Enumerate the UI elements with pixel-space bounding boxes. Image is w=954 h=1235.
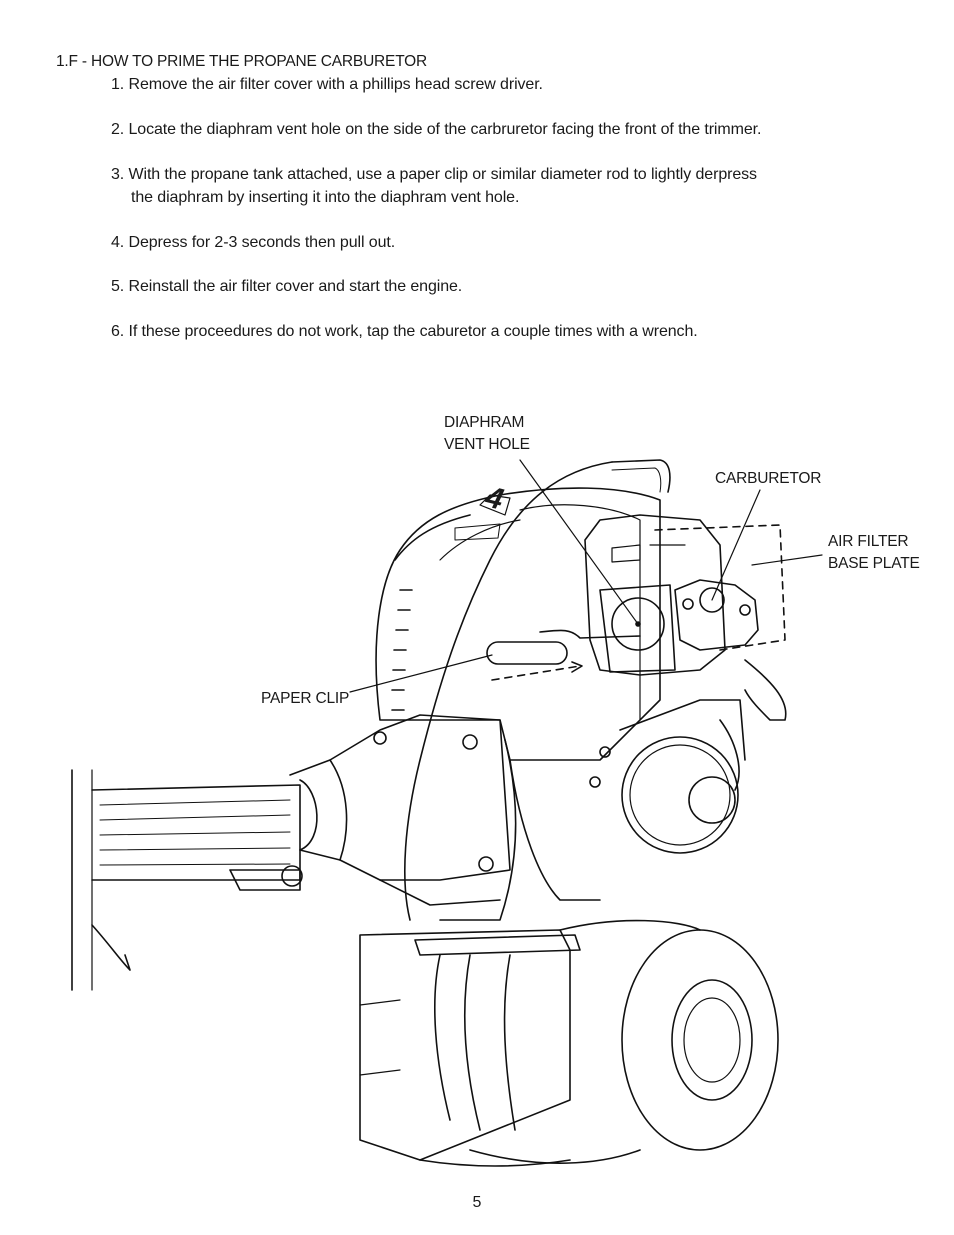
- step-2-text: 2. Locate the diaphram vent hole on the …: [111, 121, 762, 138]
- step-1: 1. Remove the air filter cover with a ph…: [111, 73, 871, 96]
- boom-clamp: [289, 714, 511, 906]
- step-4: 4. Depress for 2-3 seconds then pull out…: [111, 231, 871, 254]
- carburetor-assembly: [584, 514, 786, 676]
- step-3-text: 3. With the propane tank attached, use a…: [111, 166, 757, 183]
- engine-shroud: [375, 487, 661, 921]
- paper-clip-slot: [486, 629, 641, 681]
- drive-drum: [359, 919, 779, 1167]
- callout-diaphram-vent-hole: DIAPHRAM VENT HOLE: [444, 412, 530, 456]
- step-6: 6. If these proceedures do not work, tap…: [111, 320, 871, 343]
- step-5: 5. Reinstall the air filter cover and st…: [111, 275, 871, 298]
- step-1-text: 1. Remove the air filter cover with a ph…: [111, 76, 543, 93]
- callout-diaphram-vent-hole-line2: VENT HOLE: [444, 436, 530, 453]
- callout-air-filter-base-plate-line2: BASE PLATE: [828, 555, 920, 572]
- drive-shaft-handle: [71, 769, 303, 991]
- step-4-text: 4. Depress for 2-3 seconds then pull out…: [111, 234, 396, 251]
- callout-air-filter-base-plate-line1: AIR FILTER: [828, 533, 909, 550]
- leader-diaphram-vent-hole: [519, 459, 639, 625]
- callout-diaphram-vent-hole-line1: DIAPHRAM: [444, 414, 525, 431]
- callout-carburetor: CARBURETOR: [715, 468, 821, 490]
- callout-carburetor-line1: CARBURETOR: [715, 470, 822, 487]
- callout-paper-clip-line1: PAPER CLIP: [261, 690, 350, 707]
- leader-paper-clip: [349, 654, 493, 693]
- fuel-line: [404, 459, 671, 921]
- callout-paper-clip: PAPER CLIP: [261, 688, 349, 710]
- leader-air-filter-base-plate: [751, 554, 823, 566]
- recoil-starter: [589, 659, 787, 854]
- leader-carburetor: [711, 489, 761, 601]
- callout-air-filter-base-plate: AIR FILTER BASE PLATE: [828, 531, 920, 575]
- section-heading: 1.F - HOW TO PRIME THE PROPANE CARBURETO…: [56, 53, 428, 70]
- step-3: 3. With the propane tank attached, use a…: [111, 163, 871, 209]
- page-number: 5: [472, 1194, 482, 1211]
- callout-leaders: [349, 459, 823, 693]
- step-2: 2. Locate the diaphram vent hole on the …: [111, 118, 871, 141]
- step-5-text: 5. Reinstall the air filter cover and st…: [111, 278, 463, 295]
- step-3-text-continued: the diaphram by inserting it into the di…: [131, 189, 520, 206]
- step-6-text: 6. If these proceedures do not work, tap…: [111, 323, 698, 340]
